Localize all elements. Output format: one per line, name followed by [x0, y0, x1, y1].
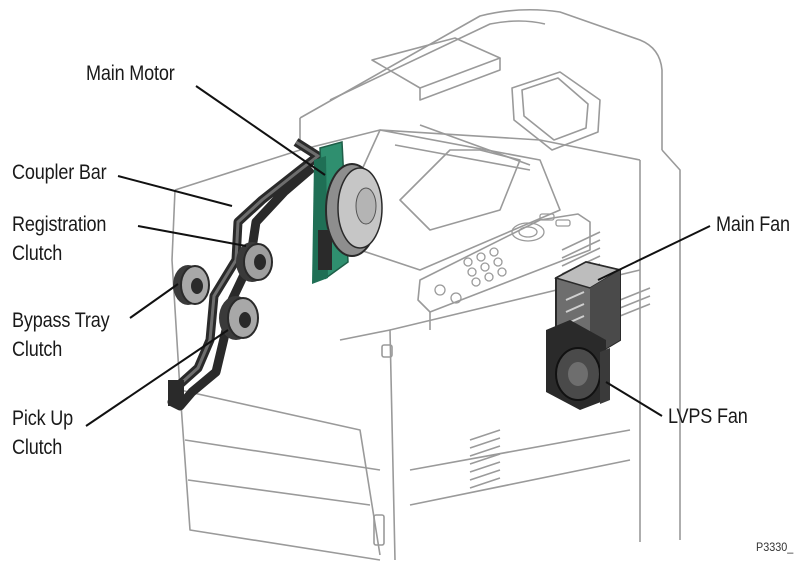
lvps-fan-part [546, 320, 610, 410]
label-bypass-tray-clutch-line2: Clutch [12, 338, 63, 361]
leader-pick-up-clutch [85, 329, 229, 427]
label-main-motor: Main Motor [86, 62, 175, 85]
registration-clutch-part [236, 242, 273, 282]
label-registration-clutch: Registration Clutch [12, 212, 106, 266]
label-registration-clutch-line1: Registration [12, 213, 107, 236]
leader-main-fan [597, 225, 711, 281]
pick-up-clutch-part [219, 296, 259, 340]
leader-coupler-bar [117, 175, 233, 207]
main-motor-part [312, 141, 383, 284]
label-lvps-fan: LVPS Fan [668, 405, 748, 428]
keypad [434, 213, 571, 304]
leader-main-motor [195, 85, 326, 176]
label-bypass-tray-clutch: Bypass Tray Clutch [12, 308, 110, 362]
leader-lines [85, 85, 711, 427]
label-pick-up-clutch: Pick Up Clutch [12, 406, 73, 460]
label-main-fan: Main Fan [716, 213, 790, 236]
figure-reference: P3330_ [756, 540, 794, 554]
label-pick-up-clutch-line1: Pick Up [12, 407, 74, 430]
label-coupler-bar: Coupler Bar [12, 161, 107, 184]
leader-lvps-fan [605, 381, 663, 417]
leader-registration-clutch [137, 225, 247, 247]
label-pick-up-clutch-line2: Clutch [12, 436, 63, 459]
label-bypass-tray-clutch-line1: Bypass Tray [12, 309, 110, 332]
main-fan-part [554, 260, 622, 360]
label-registration-clutch-line2: Clutch [12, 242, 63, 265]
bypass-tray-clutch-part [173, 265, 210, 305]
printer-body [171, 8, 681, 561]
leader-bypass-tray-clutch [129, 283, 179, 319]
